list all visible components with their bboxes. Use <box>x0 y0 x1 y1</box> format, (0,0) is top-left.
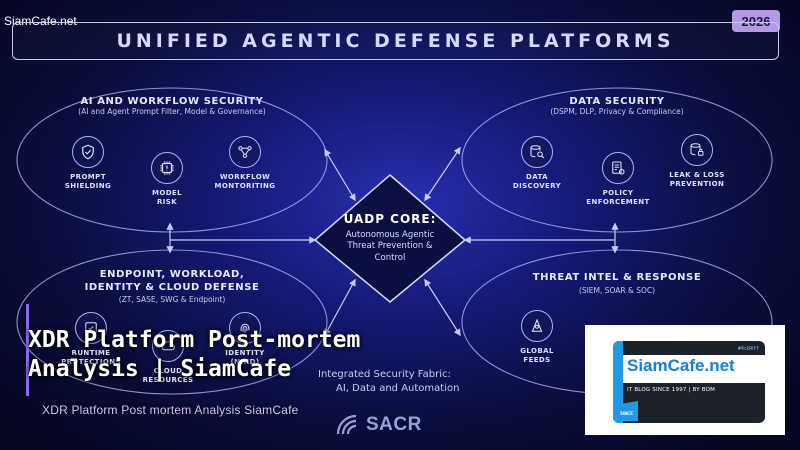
brand-card: #4c84ff SiamCafe.net IT BLOG SINCE 1997 … <box>585 325 785 435</box>
brand-card-inner: #4c84ff SiamCafe.net IT BLOG SINCE 1997 … <box>613 341 765 423</box>
workflow-icon <box>229 136 261 168</box>
cluster-threat: THREAT INTEL & RESPONSE (SIEM, SOAR & SO… <box>497 272 737 295</box>
policy-gear-icon <box>602 152 634 184</box>
sacr-logo: SACR <box>336 414 422 436</box>
node-identity-nhid: IDENTITY(NHID) <box>215 312 275 367</box>
runtime-icon <box>75 312 107 344</box>
card-brand: SiamCafe.net <box>627 356 735 375</box>
cluster-threat-title: THREAT INTEL & RESPONSE <box>532 272 702 283</box>
cluster-ai: AI AND WORKFLOW SECURITY (AI and Agent P… <box>52 96 292 116</box>
cluster-ai-title: AI AND WORKFLOW SECURITY <box>80 96 264 107</box>
title-bar: UNIFIED AGENTIC DEFENSE PLATFORMS <box>12 22 779 60</box>
sacr-logo-text: SACR <box>366 414 422 435</box>
overlay-subtitle: XDR Platform Post mortem Analysis SiamCa… <box>42 403 299 417</box>
database-lock-icon <box>681 134 713 166</box>
core-title: UADP CORE: <box>343 212 437 226</box>
cluster-endpoint: ENDPOINT, WORKLOAD, IDENTITY & CLOUD DEF… <box>52 269 292 304</box>
cloud-icon <box>152 330 184 362</box>
arrow-data-core <box>424 146 461 202</box>
shield-check-icon <box>72 136 104 168</box>
card-white-band <box>623 355 765 383</box>
signal-waves-icon <box>336 414 357 435</box>
cluster-data: DATA SECURITY (DSPM, DLP, Privacy & Comp… <box>497 96 737 116</box>
page-title: UNIFIED AGENTIC DEFENSE PLATFORMS <box>116 30 675 52</box>
core-diamond <box>313 174 467 303</box>
fingerprint-icon <box>229 312 261 344</box>
database-search-icon <box>521 136 553 168</box>
risk-chip-icon <box>151 152 183 184</box>
overlay-title-line2: Analysis | SiamCafe <box>28 356 292 382</box>
fabric-line2: AI, Data and Automation <box>336 383 460 394</box>
arrow-endpoint-core <box>324 278 356 337</box>
card-strip <box>613 341 623 423</box>
arrow-ai-core <box>324 148 356 202</box>
cluster-endpoint-title-line1: ENDPOINT, WORKLOAD, <box>99 269 245 280</box>
node-label: IDENTITY(NHID) <box>225 349 265 367</box>
overlay-title-line1: XDR Platform Post-mortem <box>28 327 361 353</box>
fabric-caption: Integrated Security Fabric: AI, Data and… <box>318 368 459 396</box>
cluster-endpoint-subtitle: (ZT, SASE, SWG & Endpoint) <box>118 295 226 304</box>
year-badge: 2026 <box>732 10 780 32</box>
card-tagline: IT BLOG SINCE 1997 | BY BOM <box>627 387 716 393</box>
arrow-threat-core <box>424 278 461 337</box>
overlay-title: XDR Platform Post-mortem Analysis | Siam… <box>28 326 548 384</box>
card-hex: #4c84ff <box>737 346 759 352</box>
cluster-threat-subtitle: (SIEM, SOAR & SOC) <box>578 286 656 295</box>
cluster-data-title: DATA SECURITY <box>569 96 665 107</box>
cluster-ai-subtitle: (AI and Agent Prompt Filter, Model & Gov… <box>78 107 266 116</box>
watermark-text: SiamCafe.net <box>4 14 77 28</box>
fabric-line1: Integrated Security Fabric: <box>318 369 451 380</box>
cluster-endpoint-title-line2: IDENTITY & CLOUD DEFENSE <box>84 282 260 293</box>
accent-bar <box>26 304 29 396</box>
cluster-data-subtitle: (DSPM, DLP, Privacy & Compliance) <box>550 107 684 116</box>
global-feeds-icon <box>521 310 553 342</box>
